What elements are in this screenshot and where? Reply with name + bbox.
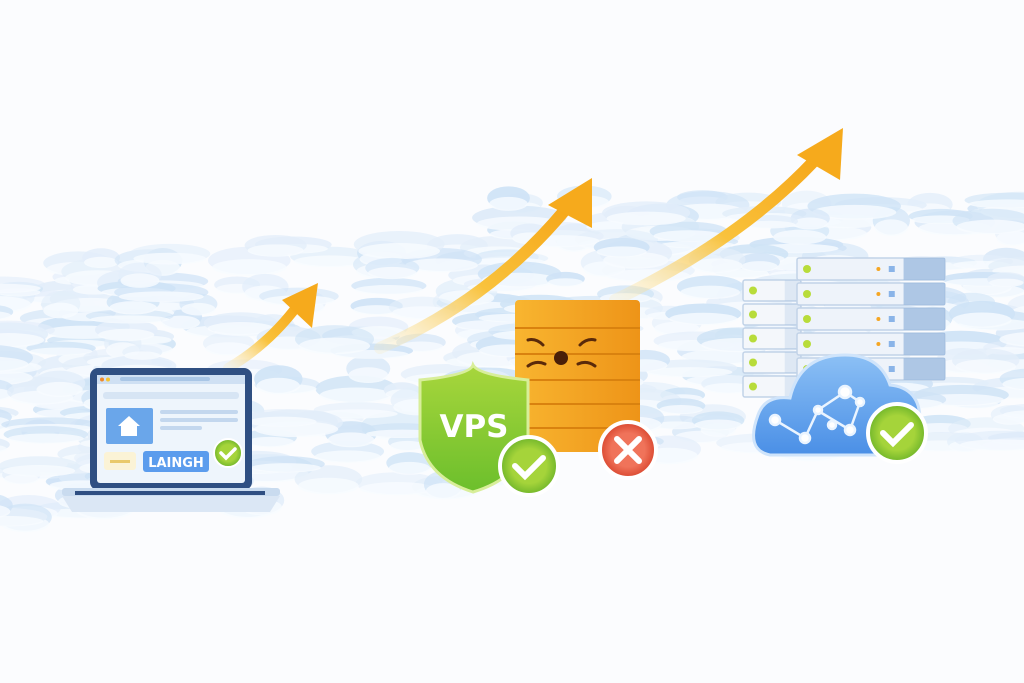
- vps-label: VPS: [439, 409, 508, 445]
- laptop-check-icon: [213, 438, 243, 468]
- shared-server: [515, 300, 658, 480]
- status-led: [803, 290, 811, 298]
- vps-check-icon: [498, 435, 560, 497]
- status-led: [803, 315, 811, 323]
- status-led: [803, 265, 811, 273]
- frustrated-face: [526, 338, 597, 368]
- status-led: [749, 382, 757, 391]
- vps-shield: VPS: [418, 360, 560, 497]
- launch-button: [143, 451, 209, 472]
- status-led: [749, 310, 757, 319]
- status-led: [749, 358, 757, 367]
- launch-button-label: LAINGH: [148, 456, 204, 471]
- laptop: [62, 368, 280, 512]
- status-led: [803, 340, 811, 348]
- status-led: [749, 286, 757, 295]
- growth-arrow-3: [609, 128, 843, 306]
- cloud-check-icon: [866, 402, 928, 464]
- growth-arrow-2: [374, 178, 592, 354]
- growth-arrow-1: [223, 283, 318, 373]
- status-led: [749, 334, 757, 343]
- cloud-servers: [742, 257, 946, 464]
